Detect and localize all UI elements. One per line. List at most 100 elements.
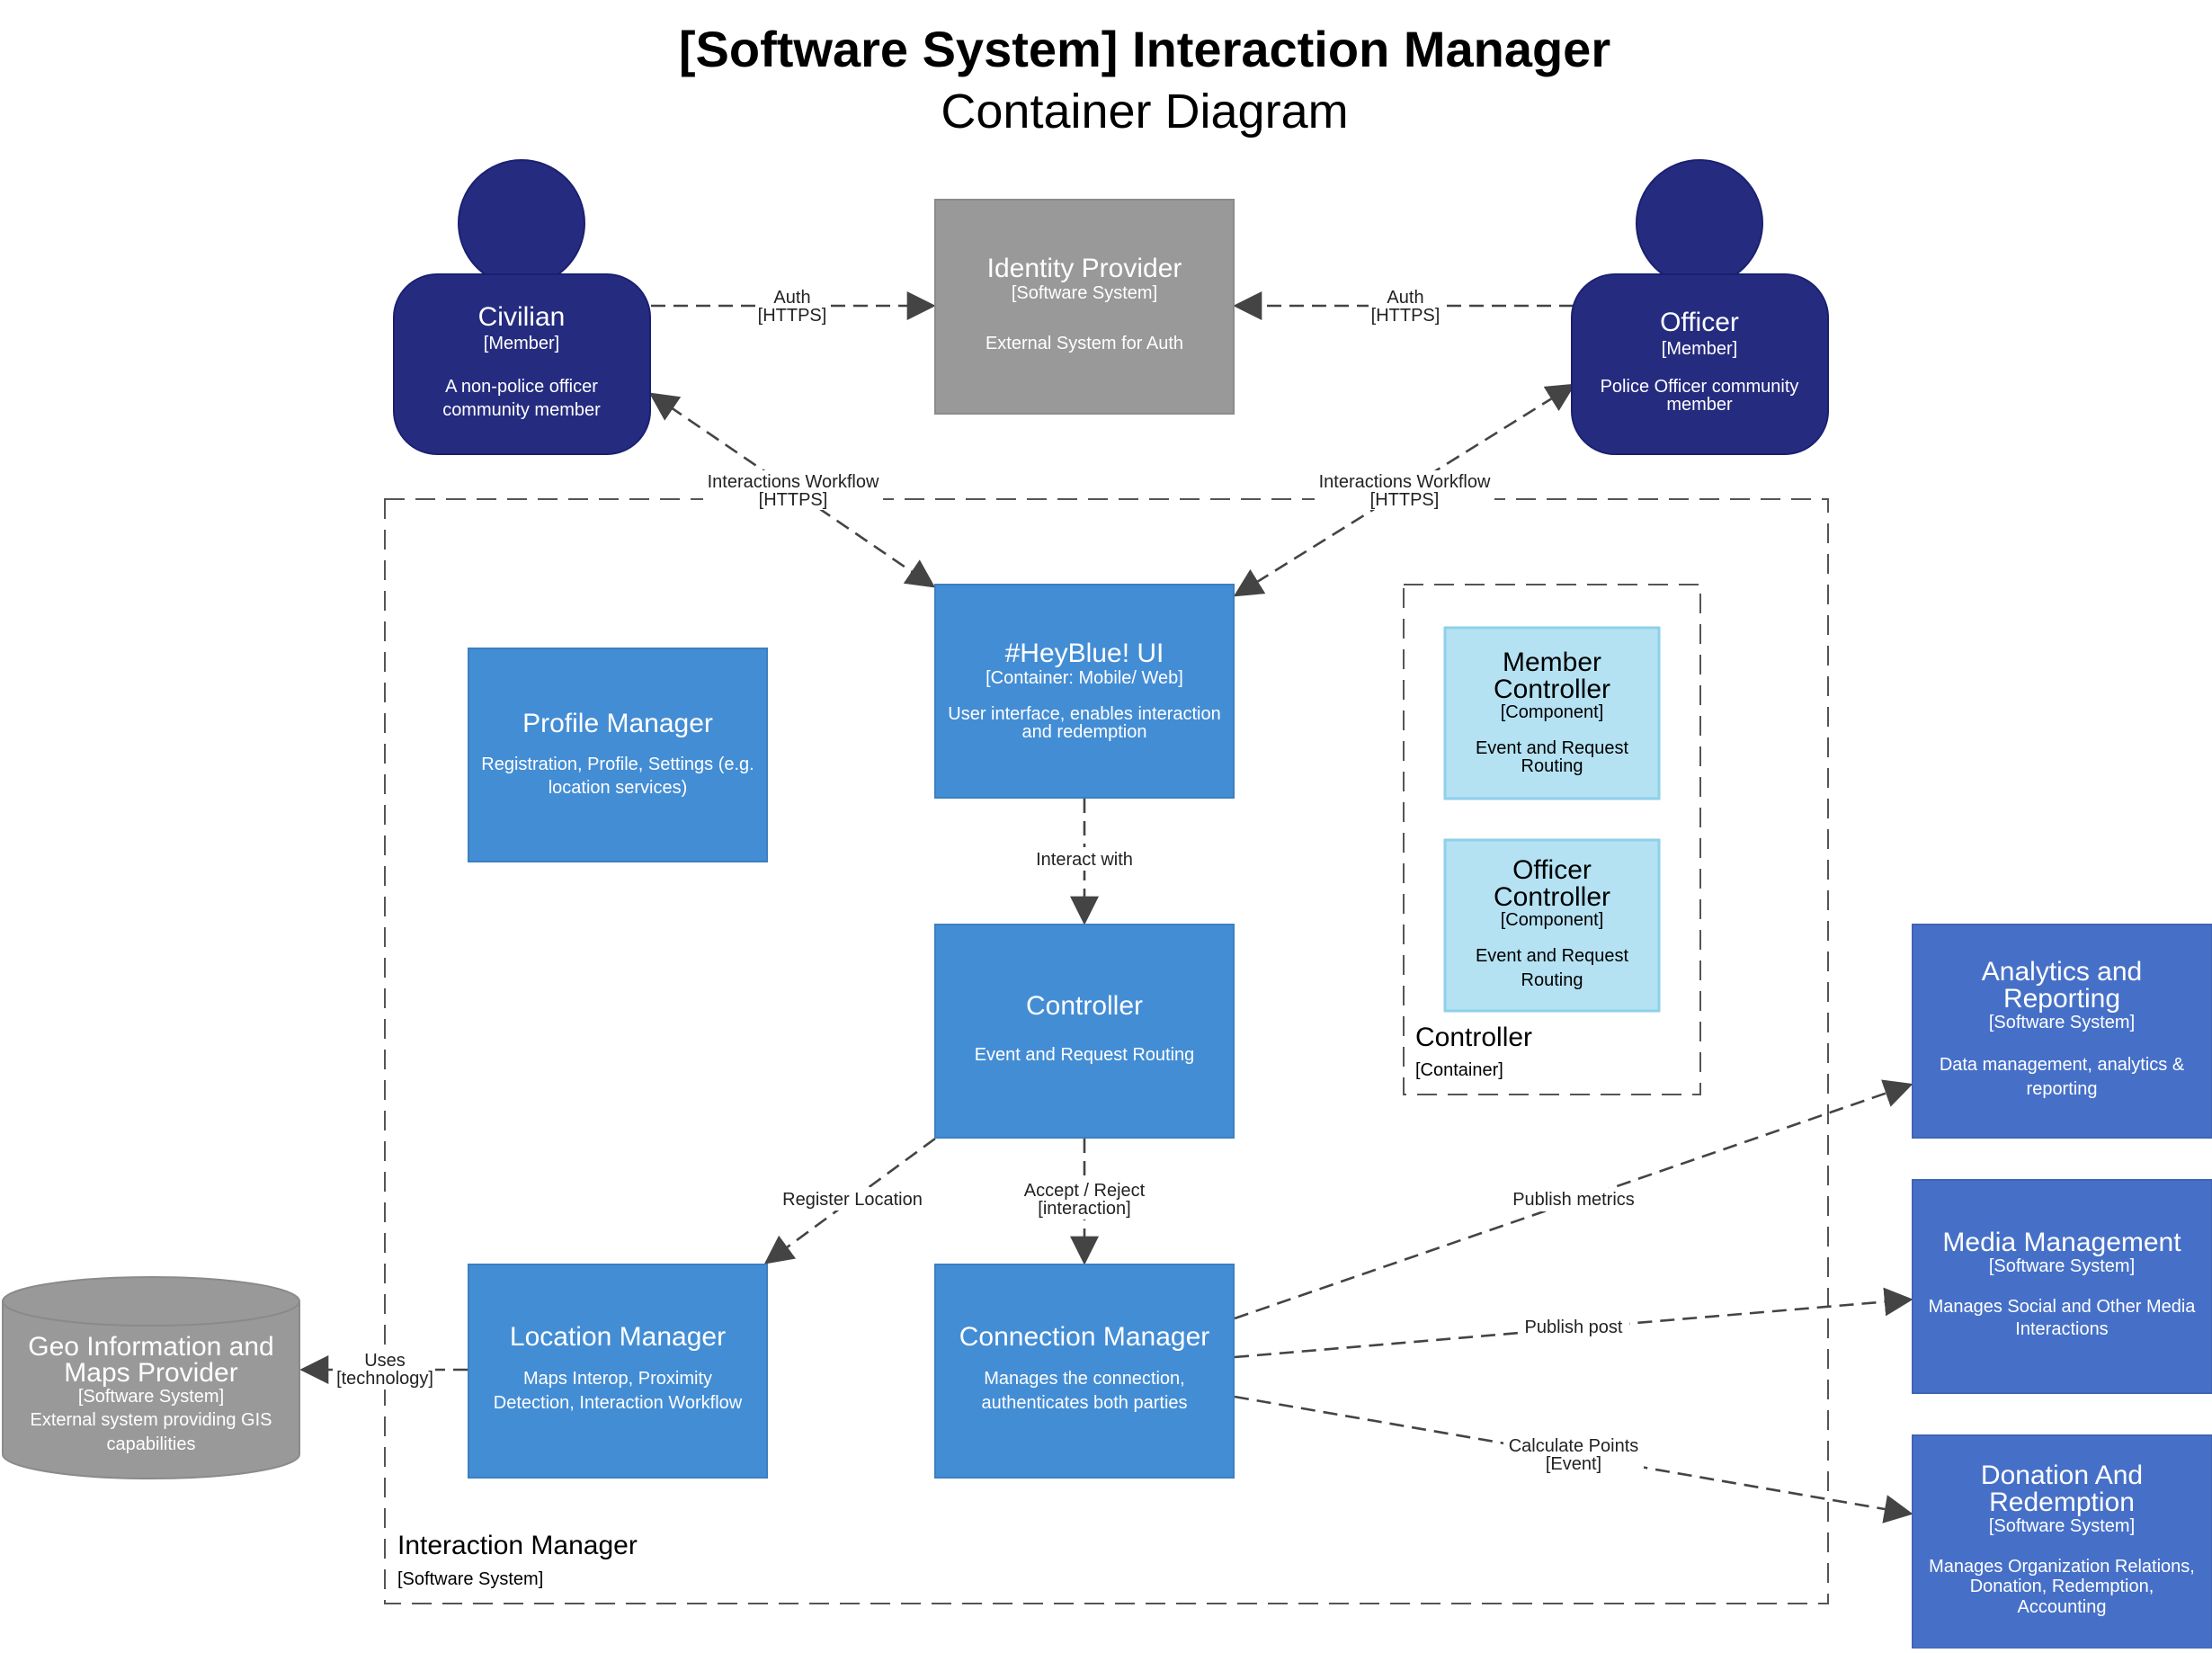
edge-label-interact-with-line1: Interact with (1036, 850, 1133, 870)
identity-provider-desc-1: External System for Auth (986, 334, 1183, 353)
location-manager-box (468, 1264, 768, 1479)
edge-label-publish-metrics-line1: Publish metrics (1512, 1190, 1635, 1210)
analytics-reporting-box (1912, 924, 2212, 1139)
edge-label-civilian-workflow: Interactions Workflow [HTTPS] (703, 470, 883, 510)
heyblue-ui-desc-2: and redemption (1022, 722, 1147, 742)
profile-manager-container: Profile Manager Registration, Profile, S… (468, 648, 768, 862)
geo-provider-database: Geo Information and Maps Provider [Softw… (2, 1276, 300, 1479)
identity-provider-system: Identity Provider [Software System] Exte… (934, 199, 1235, 415)
officer-controller-box (1443, 838, 1661, 1013)
officer-controller-desc-1: Event and Request (1476, 946, 1629, 966)
heyblue-ui-tag: [Container: Mobile/ Web] (986, 668, 1183, 688)
media-management-desc-1: Manages Social and Other Media (1929, 1297, 2197, 1317)
media-management-tag: [Software System] (1989, 1256, 2135, 1276)
edge-label-civilian-workflow-line1: Interactions Workflow (708, 472, 879, 492)
edge-label-officer-auth-line1: Auth (1387, 288, 1423, 308)
controller-group-boundary-tag: [Container] (1415, 1060, 1503, 1080)
edge-label-publish-post-line1: Publish post (1525, 1318, 1623, 1337)
interaction-manager-boundary-name: Interaction Manager (397, 1531, 638, 1560)
edge-label-publish-metrics: Publish metrics (1509, 1188, 1638, 1211)
civilian-tag: [Member] (484, 334, 559, 353)
officer-desc-1: Police Officer community (1601, 377, 1799, 397)
edge-register-location (763, 1137, 936, 1264)
interaction-manager-boundary-tag: [Software System] (397, 1569, 543, 1589)
donation-redemption-box (1912, 1434, 2212, 1649)
controller-name: Controller (1026, 991, 1143, 1021)
officer-body (1571, 273, 1829, 455)
edge-label-register-location: Register Location (780, 1187, 924, 1211)
connection-manager-desc-2: authenticates both parties (981, 1393, 1187, 1413)
member-controller-name-1: Member (1503, 648, 1601, 677)
officer-controller-tag: [Component] (1501, 910, 1604, 930)
identity-provider-box (934, 199, 1235, 415)
analytics-reporting-desc-1: Data management, analytics & (1940, 1055, 2185, 1075)
edge-label-accept-reject-line1: Accept / Reject (1024, 1181, 1146, 1201)
officer-controller-desc-2: Routing (1521, 970, 1583, 990)
media-management-desc-2: Interactions (2015, 1319, 2108, 1339)
edge-label-officer-auth: Auth [HTTPS] (1369, 286, 1442, 326)
civilian-desc-2: community member (442, 400, 601, 420)
civilian-body (393, 273, 651, 455)
edge-label-uses-line1: Uses (364, 1351, 406, 1371)
identity-provider-name: Identity Provider (987, 254, 1182, 283)
donation-redemption-tag: [Software System] (1989, 1516, 2135, 1536)
connection-manager-name: Connection Manager (959, 1322, 1210, 1352)
civilian-person: Civilian [Member] A non-police officer c… (393, 159, 651, 455)
controller-group-boundary (1403, 584, 1701, 1095)
officer-controller-name-1: Officer (1512, 855, 1592, 885)
member-controller-component: Member Controller [Component] Event and … (1443, 626, 1661, 800)
controller-container: Controller Event and Request Routing (934, 924, 1235, 1139)
controller-box (934, 924, 1235, 1139)
connection-manager-box (934, 1264, 1235, 1479)
officer-desc-2: member (1666, 395, 1733, 415)
location-manager-desc-1: Maps Interop, Proximity (523, 1369, 712, 1389)
geo-provider-cylinder-body (2, 1301, 300, 1479)
analytics-reporting-name-2: Reporting (2003, 984, 2120, 1014)
location-manager-container: Location Manager Maps Interop, Proximity… (468, 1264, 768, 1479)
edge-label-calculate-points-line1: Calculate Points (1509, 1436, 1639, 1456)
officer-person: Officer [Member] Police Officer communit… (1571, 159, 1829, 455)
geo-provider-desc-2: capabilities (107, 1434, 196, 1454)
profile-manager-desc-2: location services) (549, 778, 688, 798)
member-controller-name-2: Controller (1494, 675, 1610, 704)
connection-manager-container: Connection Manager Manages the connectio… (934, 1264, 1235, 1479)
officer-controller-component: Officer Controller [Component] Event and… (1443, 838, 1661, 1013)
edge-label-accept-reject: Accept / Reject [interaction] (1021, 1180, 1147, 1220)
officer-head (1636, 159, 1763, 287)
media-management-name: Media Management (1942, 1228, 2181, 1257)
controller-desc-1: Event and Request Routing (975, 1045, 1195, 1065)
interaction-manager-boundary (384, 498, 1829, 1604)
edge-label-register-location-line1: Register Location (782, 1190, 923, 1210)
officer-name: Officer (1660, 308, 1739, 337)
civilian-name: Civilian (478, 302, 566, 332)
donation-redemption-desc-3: Accounting (2018, 1597, 2107, 1617)
geo-provider-tag: [Software System] (78, 1387, 224, 1407)
location-manager-name: Location Manager (510, 1322, 726, 1352)
donation-redemption-desc-1: Manages Organization Relations, (1929, 1557, 2195, 1577)
edge-label-civilian-workflow-line2: [HTTPS] (759, 490, 828, 510)
member-controller-box (1443, 626, 1661, 800)
media-management-box (1912, 1179, 2212, 1394)
location-manager-desc-2: Detection, Interaction Workflow (494, 1393, 743, 1413)
media-management-system: Media Management [Software System] Manag… (1912, 1179, 2212, 1394)
officer-controller-name-2: Controller (1494, 882, 1610, 912)
profile-manager-desc-1: Registration, Profile, Settings (e.g. (481, 755, 754, 774)
edge-label-civilian-auth-line1: Auth (773, 288, 810, 308)
edge-publish-metrics (1234, 1079, 1913, 1320)
heyblue-ui-box (934, 584, 1235, 799)
analytics-reporting-tag: [Software System] (1989, 1013, 2135, 1032)
edge-label-publish-post: Publish post (1520, 1316, 1629, 1339)
civilian-desc-1: A non-police officer (445, 377, 598, 397)
edge-label-civilian-auth-line2: [HTTPS] (758, 306, 827, 326)
analytics-reporting-system: Analytics and Reporting [Software System… (1912, 924, 2212, 1139)
identity-provider-tag: [Software System] (1012, 283, 1157, 303)
heyblue-ui-name: #HeyBlue! UI (1005, 639, 1164, 668)
donation-redemption-name-2: Redemption (1989, 1488, 2135, 1517)
edge-label-civilian-auth: Auth [HTTPS] (755, 286, 829, 326)
edge-label-uses: Uses [technology] (334, 1350, 435, 1389)
heyblue-ui-container: #HeyBlue! UI [Container: Mobile/ Web] Us… (934, 584, 1235, 799)
controller-group-boundary-name: Controller (1415, 1023, 1532, 1052)
edge-label-officer-workflow-line1: Interactions Workflow (1319, 472, 1491, 492)
donation-redemption-desc-2: Donation, Redemption, (1970, 1577, 2154, 1596)
